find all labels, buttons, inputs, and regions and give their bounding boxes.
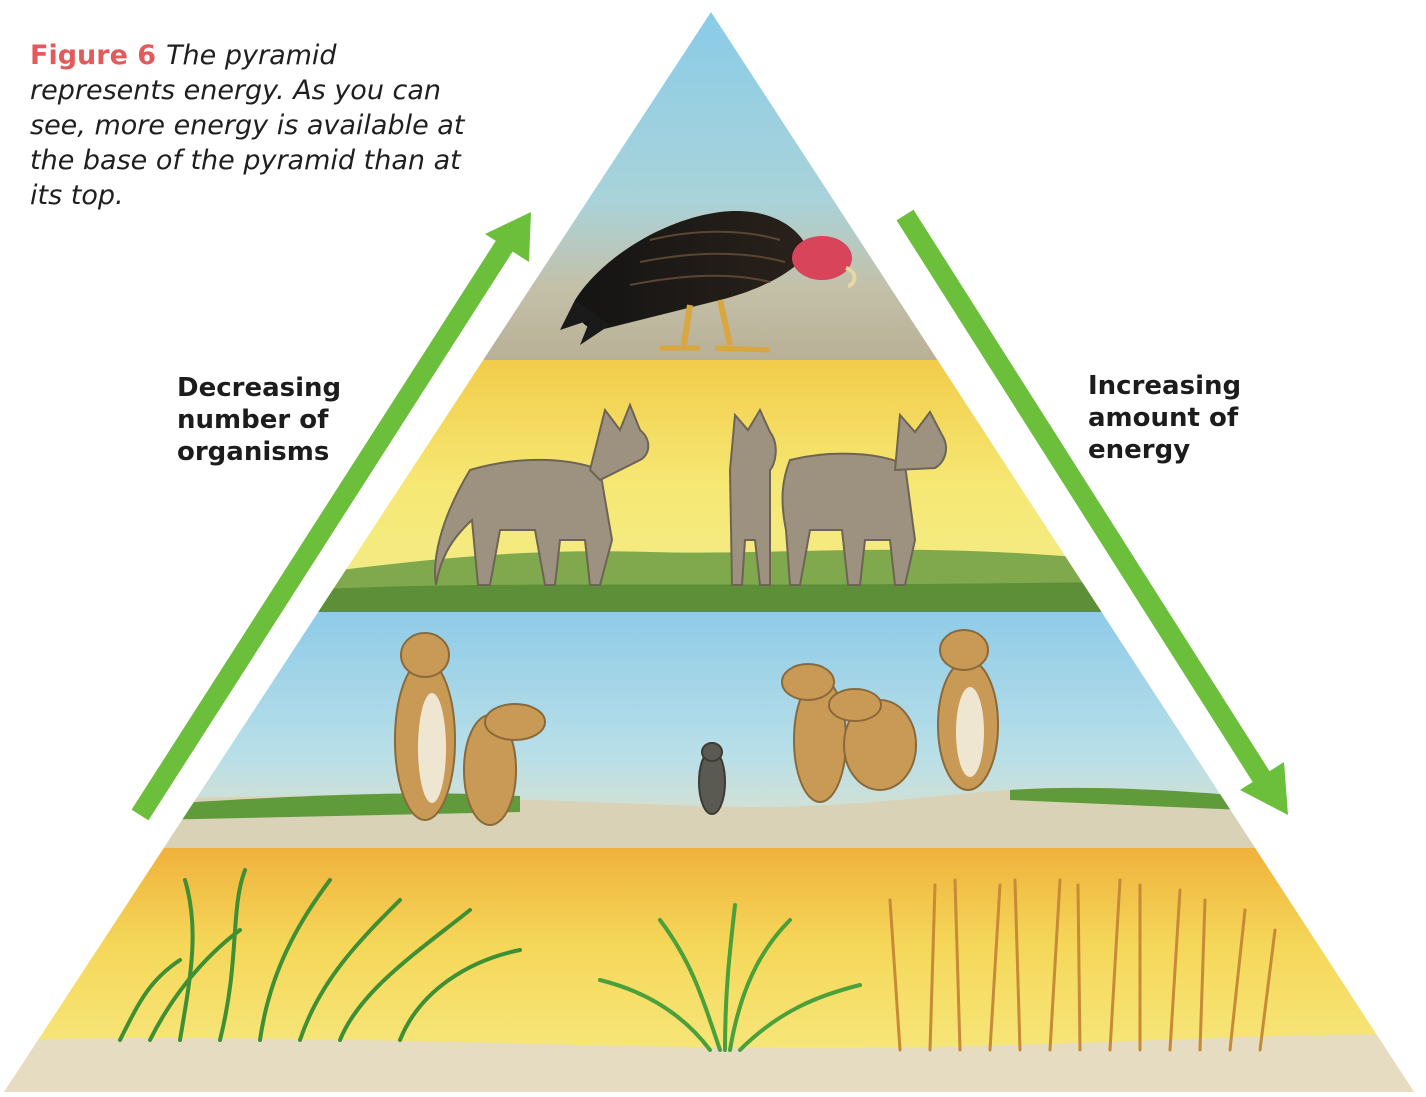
increasing-energy-label: Increasing amount of energy xyxy=(1088,370,1288,466)
figure-label: Figure 6 xyxy=(30,40,156,71)
decreasing-organisms-label: Decreasing number of organisms xyxy=(177,372,377,468)
